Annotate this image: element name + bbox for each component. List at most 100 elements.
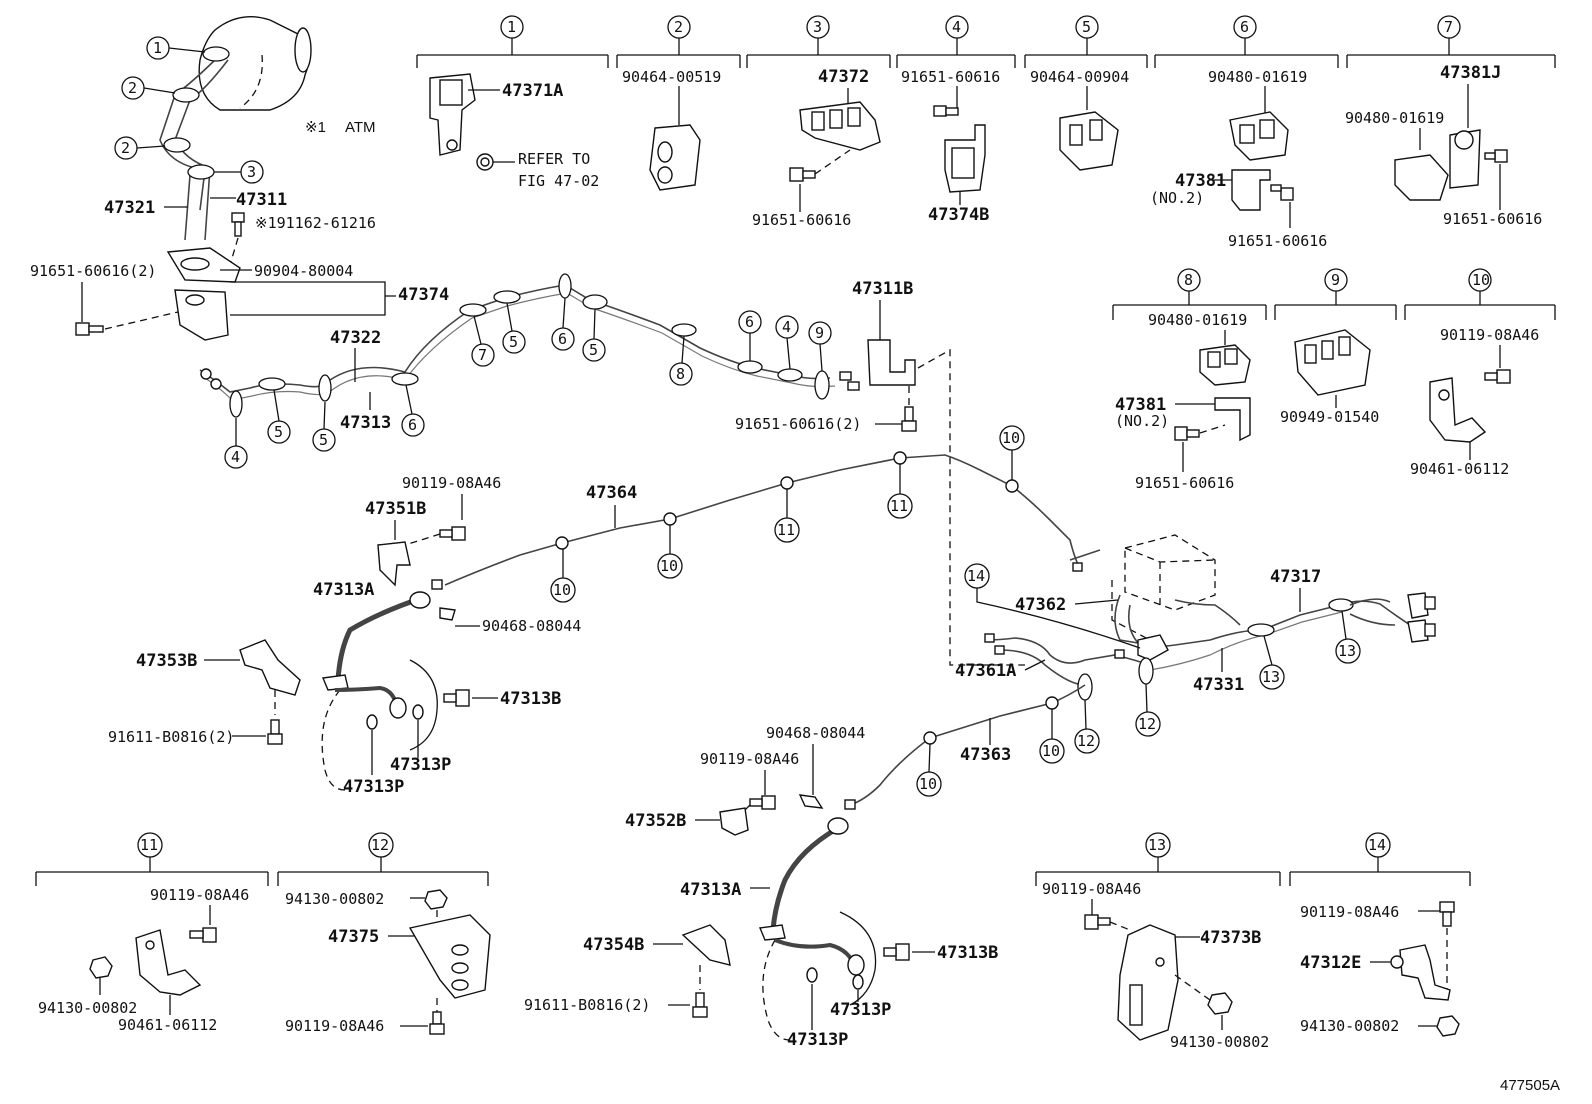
clip-marker: [202, 46, 230, 62]
svg-text:14: 14: [967, 567, 985, 585]
part-47362: 47362: [1015, 595, 1066, 615]
bolt-icon: [901, 406, 917, 432]
group-4: 4 91651-60616 47374B: [896, 15, 1016, 225]
group-8: 8 90480-01619 47381 (NO.2) 91651-60616: [1112, 268, 1267, 492]
part-91651-60616-2b: 91651-60616(2): [735, 415, 861, 433]
abs-actuator: [1111, 534, 1216, 641]
clip-marker: [229, 390, 243, 418]
note-text: ATM: [345, 119, 376, 136]
clip-marker: [893, 451, 907, 465]
part-47312E: 47312E: [1300, 953, 1361, 973]
callout-10b: 10: [657, 525, 683, 579]
part-90480-01619-g6: 90480-01619: [1208, 68, 1307, 86]
callout-12a: 12: [1074, 699, 1100, 754]
svg-text:10: 10: [1472, 271, 1490, 289]
clip-90468: [439, 607, 456, 621]
svg-text:6: 6: [408, 416, 417, 434]
svg-text:2: 2: [121, 139, 130, 157]
bolt-icon: [267, 719, 283, 745]
part-47321: 47321: [104, 198, 155, 218]
pipe-fitting: [1072, 562, 1125, 659]
nut-icon: [1207, 992, 1233, 1015]
part-91611-B0816-2b: 91611-B0816(2): [524, 996, 650, 1014]
part-90480-01619-g8: 90480-01619: [1148, 311, 1247, 329]
part-47381-g6: 47381: [1175, 171, 1226, 191]
clip-marker: [558, 273, 572, 299]
clip-90468-b: [798, 794, 824, 809]
part-91611-B0816-2a: 91611-B0816(2): [108, 728, 234, 746]
part-90480-01619-g7: 90480-01619: [1345, 109, 1444, 127]
refer-note-line-2: FIG 47-02: [518, 172, 599, 190]
clip-marker: [493, 290, 521, 304]
part-47317: 47317: [1270, 567, 1321, 587]
part-47371A: 47371A: [502, 81, 563, 101]
bolt-icon: [1484, 149, 1508, 163]
group-7: 7 47381J 90480-01619 91651-60616: [1345, 15, 1556, 228]
callout-13b: 13: [1335, 610, 1361, 664]
svg-text:2: 2: [674, 18, 683, 36]
part-47313A-2: 47313A: [680, 880, 741, 900]
bolt-icon: [443, 689, 470, 707]
bolt-icon: [429, 1011, 445, 1035]
svg-text:5: 5: [319, 431, 328, 449]
callout-5d: 5: [582, 308, 606, 362]
bolt-icon: [75, 322, 104, 336]
nut-icon: [89, 956, 113, 979]
part-90119-08A46-g11: 90119-08A46: [150, 886, 249, 904]
callout-6c: 6: [738, 310, 762, 361]
part-47352B: 47352B: [625, 811, 686, 831]
group-13: 13 90119-08A46 47373B 94130-00802: [1035, 832, 1281, 1051]
svg-text:5: 5: [274, 423, 283, 441]
bolt-icon: [1084, 914, 1111, 930]
callout-10a: 10: [550, 549, 576, 603]
pipe-fitting: [839, 371, 860, 391]
svg-text:4: 4: [231, 448, 240, 466]
part-47331: 47331: [1193, 675, 1244, 695]
clip-marker: [1138, 657, 1154, 685]
part-94130-00802-g12: 94130-00802: [285, 890, 384, 908]
clip-marker: [1005, 479, 1019, 493]
bolt-icon: [231, 212, 245, 237]
svg-text:12: 12: [371, 836, 389, 854]
svg-text:4: 4: [952, 18, 961, 36]
clip-marker: [163, 137, 191, 153]
bracket-47354B: [681, 924, 731, 966]
part-47313P-1: 47313P: [390, 755, 451, 775]
svg-text:4: 4: [782, 318, 791, 336]
clip-marker: [582, 294, 608, 310]
callout-8: 8: [669, 335, 693, 386]
clip-marker: [1077, 673, 1093, 701]
pipe-fitting: [431, 579, 443, 590]
clip-marker: [814, 370, 830, 400]
svg-text:10: 10: [1002, 429, 1020, 447]
part-91651-60616-g3: 91651-60616: [752, 211, 851, 229]
clip-marker: [1328, 598, 1354, 612]
part-47354B: 47354B: [583, 935, 644, 955]
nut-icon: [1436, 1015, 1460, 1037]
part-90119-08A46-g10: 90119-08A46: [1440, 326, 1539, 344]
callout-4b: 4: [775, 315, 799, 370]
pipe-fitting: [844, 799, 856, 810]
part-47375: 47375: [328, 927, 379, 947]
part-90468-08044-b: 90468-08044: [766, 724, 865, 742]
part-47311: 47311: [236, 190, 287, 210]
callout-11a: 11: [774, 489, 800, 543]
clip-marker: [777, 368, 803, 382]
part-47322: 47322: [330, 328, 381, 348]
callout-9: 9: [808, 321, 832, 372]
part-47381-g8: 47381: [1115, 395, 1166, 415]
part-90119-08A46-a: 90119-08A46: [402, 474, 501, 492]
part-94130-00802-g13: 94130-00802: [1170, 1033, 1269, 1051]
svg-text:8: 8: [1184, 271, 1193, 289]
group-11: 11 90119-08A46 94130-00802 90461-06112: [35, 832, 269, 1034]
part-90119-08A46-b: 90119-08A46: [700, 750, 799, 768]
part-90904-80004: 90904-80004: [254, 262, 353, 280]
svg-text:6: 6: [558, 330, 567, 348]
callout-10d: 10: [1039, 709, 1065, 764]
clip-marker: [780, 476, 794, 490]
part-91651-60616-g8: 91651-60616: [1135, 474, 1234, 492]
part-90468-08044-a: 90468-08044: [482, 617, 581, 635]
callout-13a: 13: [1259, 635, 1285, 690]
clip-marker: [663, 512, 677, 526]
bolt-icon: [189, 927, 217, 943]
